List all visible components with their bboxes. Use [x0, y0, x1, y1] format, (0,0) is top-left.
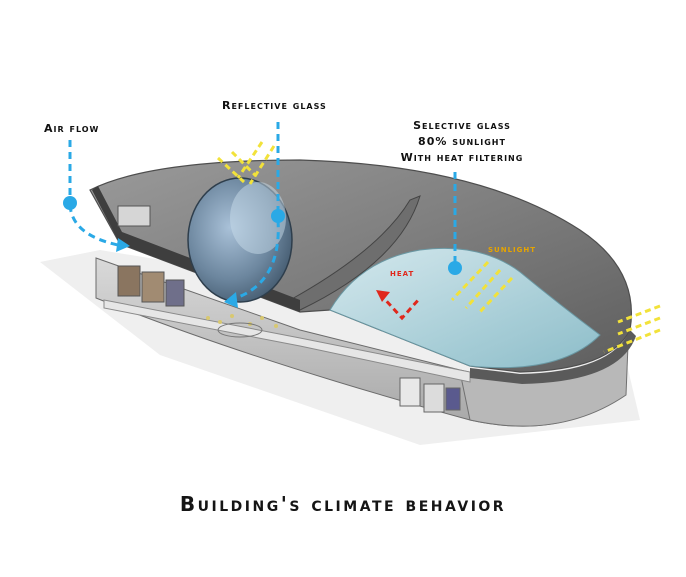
- sunlight-label: sunlight: [488, 244, 537, 255]
- selective-glass-label: Selective glass 80% sunlight With heat f…: [401, 118, 524, 166]
- selective-glass-panel: [329, 247, 601, 369]
- airflow-node: [63, 196, 77, 210]
- sunlight-arrows: [216, 141, 661, 354]
- curved-wall: [289, 195, 421, 311]
- circular-bench: [217, 322, 263, 338]
- interior-room: [141, 271, 165, 303]
- airflow-node: [271, 209, 285, 223]
- diagram-caption: Building's climate behavior: [179, 492, 507, 516]
- reflective-glass-label: Reflective glass: [222, 99, 327, 112]
- occupants: [206, 314, 278, 328]
- heat-arrow: [378, 292, 422, 321]
- roof-edge: [470, 330, 636, 384]
- heat-arrowhead: [376, 290, 390, 302]
- interior-room: [445, 387, 461, 411]
- selective-glass-line1: Selective glass: [413, 119, 511, 132]
- interior-room: [423, 383, 445, 413]
- air-flow-label: Air flow: [44, 122, 100, 135]
- interior-room: [117, 265, 141, 297]
- airflow-arrows: [68, 122, 457, 302]
- vent-opening: [117, 205, 151, 227]
- heat-label: heat: [390, 268, 415, 279]
- selective-glass-line3: With heat filtering: [400, 151, 524, 164]
- airflow-arrowhead: [224, 292, 238, 308]
- floor-slab: [103, 299, 471, 383]
- airflow-arrowhead: [116, 238, 130, 252]
- selective-glass-line2: 80% sunlight: [418, 135, 506, 148]
- interior-room: [165, 279, 185, 307]
- airflow-node: [448, 261, 462, 275]
- interior-room: [399, 377, 421, 407]
- reflective-glass-dome-highlight: [230, 182, 286, 254]
